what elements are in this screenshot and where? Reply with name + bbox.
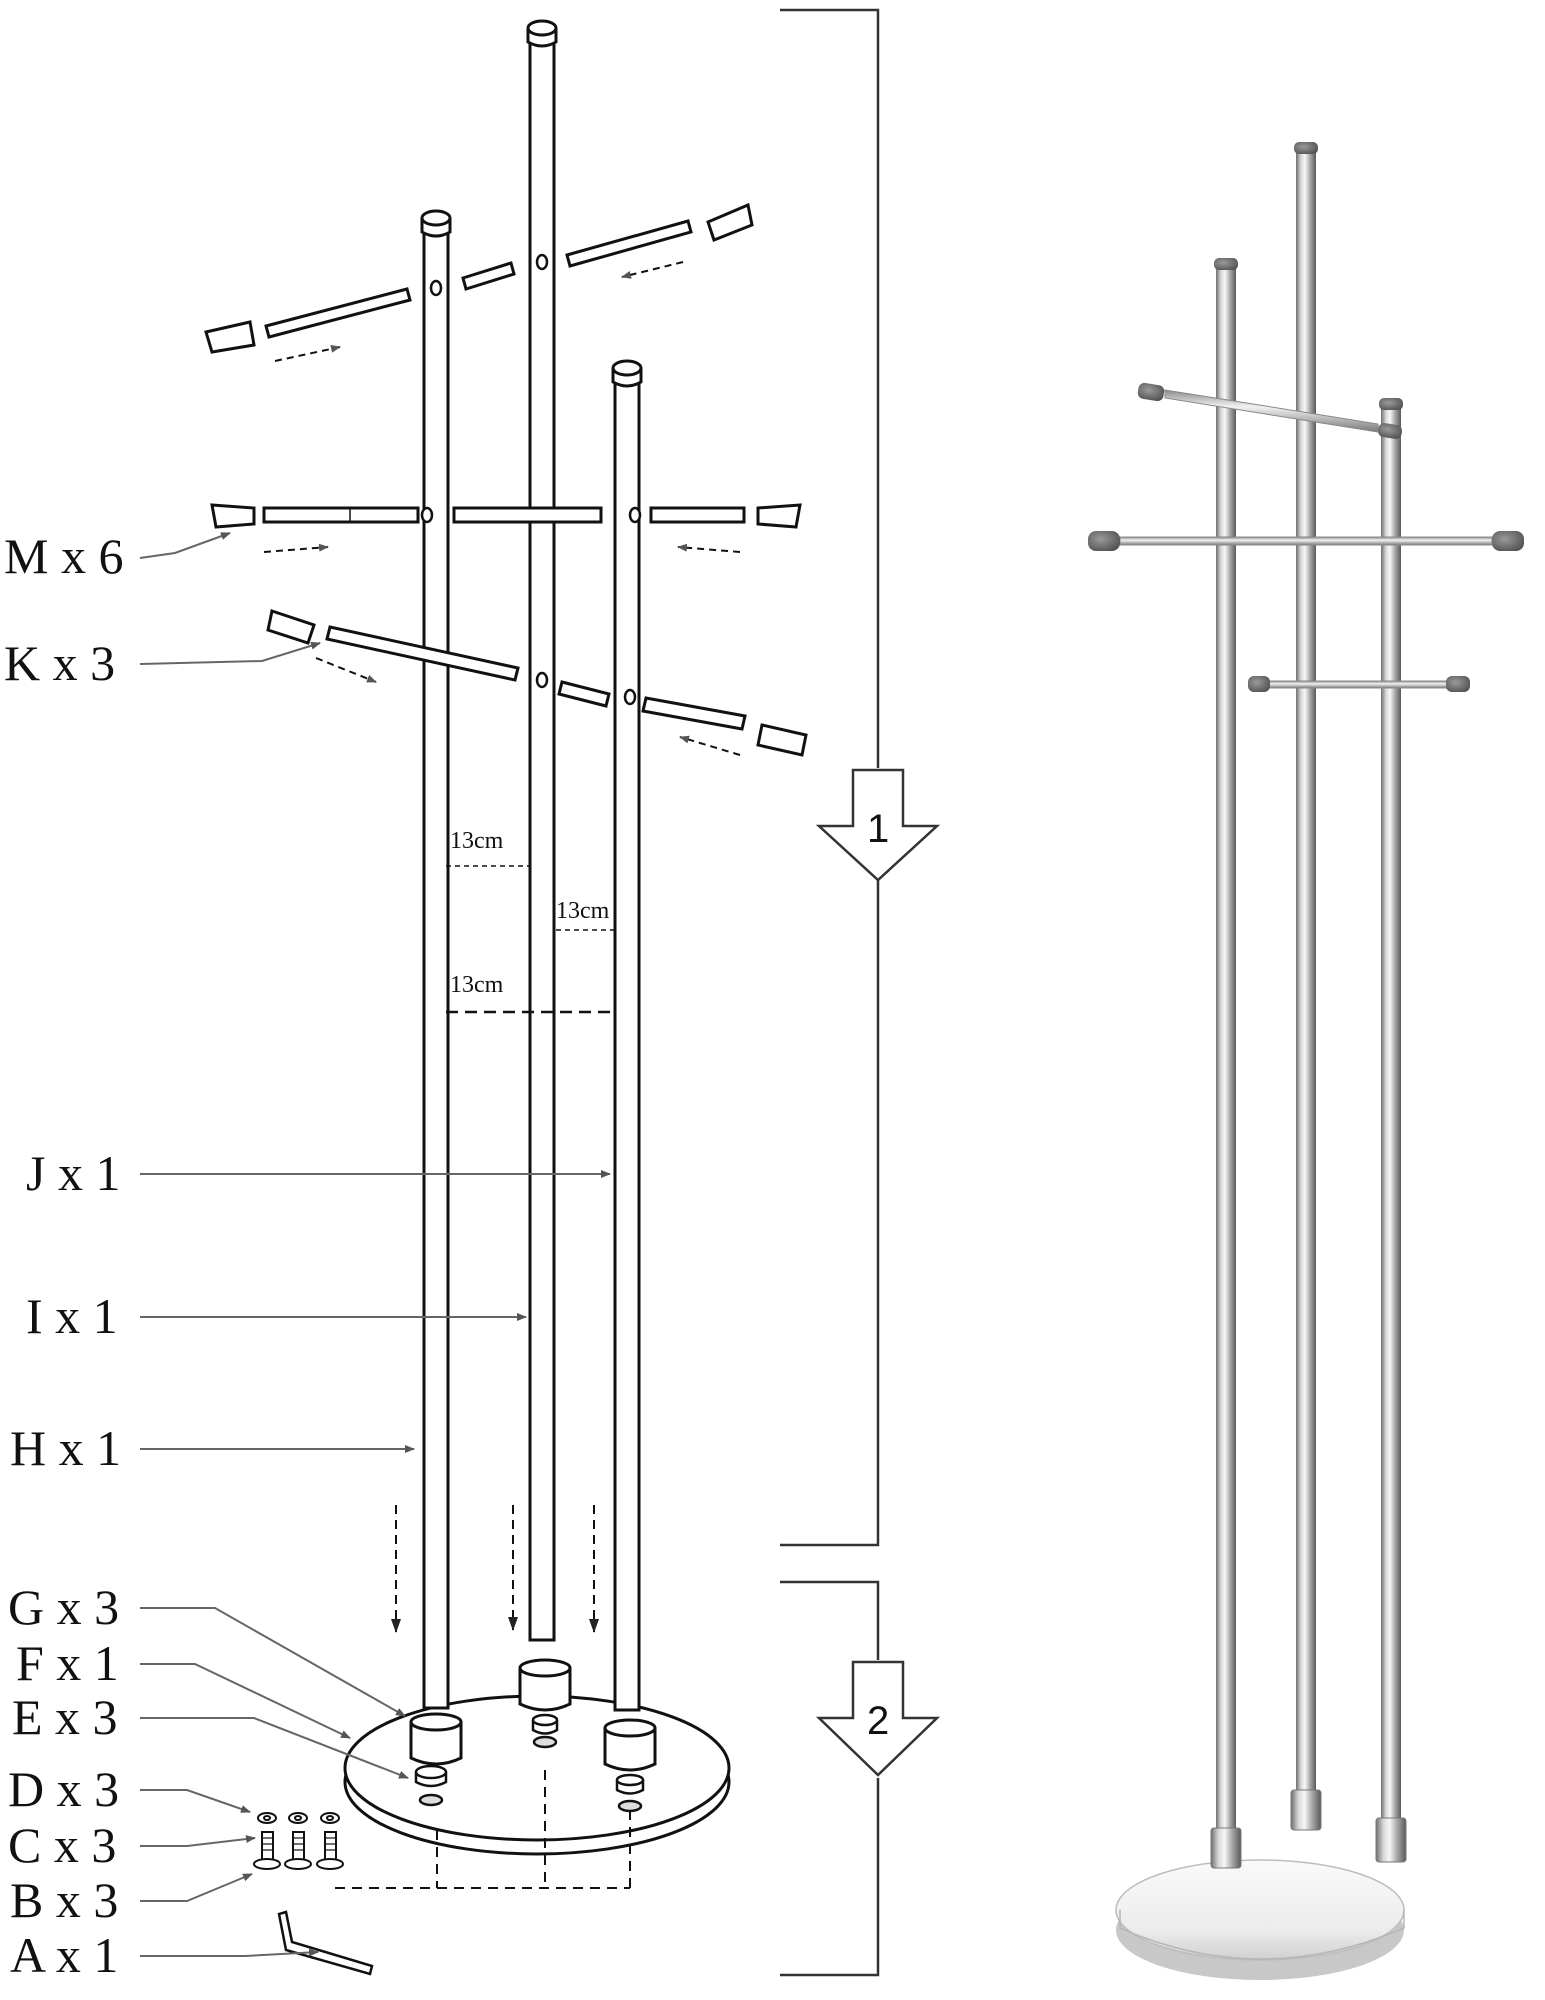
arm-set-upper [204, 202, 754, 354]
photo-arm-middle [1088, 531, 1524, 551]
photo-pole-middle [1290, 142, 1322, 1831]
step-1-arrow: 1 [815, 768, 941, 882]
step-2-number: 2 [867, 1699, 889, 1743]
photo-arm-upper [1137, 382, 1403, 439]
part-label-f: F x 1 [16, 1635, 119, 1691]
part-label-e: E x 3 [12, 1689, 118, 1745]
pole-j [611, 359, 643, 1712]
washers-d [257, 1812, 340, 1824]
part-label-h: H x 1 [10, 1420, 121, 1476]
dimension-lines [446, 865, 615, 1014]
arm-set-middle [210, 503, 802, 529]
product-photo [1088, 142, 1524, 1980]
photo-arm-lower [1248, 676, 1470, 692]
photo-marble-base [1115, 1859, 1405, 1980]
part-label-g: G x 3 [8, 1579, 119, 1635]
leader-lines [139, 532, 611, 1957]
washers-e [414, 1713, 645, 1813]
step-1-bracket [780, 8, 880, 1547]
dimension-label-upper-left: 13cm [450, 828, 504, 854]
sleeves-g [409, 1658, 657, 1772]
pole-h [420, 209, 452, 1710]
allen-key [277, 1910, 374, 1976]
part-label-i: I x 1 [26, 1288, 118, 1344]
dimension-label-upper-right: 13cm [556, 898, 610, 924]
bolt-guide-lines [335, 1770, 631, 1889]
arm-set-lower [266, 609, 808, 757]
photo-pole-left [1210, 258, 1242, 1869]
part-label-c: C x 3 [8, 1817, 116, 1873]
part-label-d: D x 3 [8, 1761, 119, 1817]
bolts-c [253, 1831, 344, 1870]
step-2-arrow: 2 [815, 1660, 941, 1777]
photo-pole-right [1375, 398, 1407, 1863]
exploded-drawing [204, 19, 808, 1976]
dimension-label-lower: 13cm [450, 972, 504, 998]
part-label-b: B x 3 [10, 1872, 118, 1928]
arm-direction-arrows [263, 261, 741, 756]
pole-holes [420, 253, 642, 706]
insertion-arrows [391, 1505, 599, 1633]
dimension-labels: 13cm 13cm 13cm [450, 828, 610, 998]
part-labels: M x 6 K x 3 J x 1 I x 1 H x 1 G x 3 F x … [4, 528, 123, 1983]
pole-i [526, 19, 558, 1642]
part-label-a: A x 1 [10, 1927, 118, 1983]
step-2-bracket [780, 1580, 880, 1977]
step-1-number: 1 [867, 807, 889, 851]
part-label-m: M x 6 [4, 528, 123, 584]
part-label-j: J x 1 [26, 1145, 120, 1201]
part-label-k: K x 3 [4, 635, 115, 691]
